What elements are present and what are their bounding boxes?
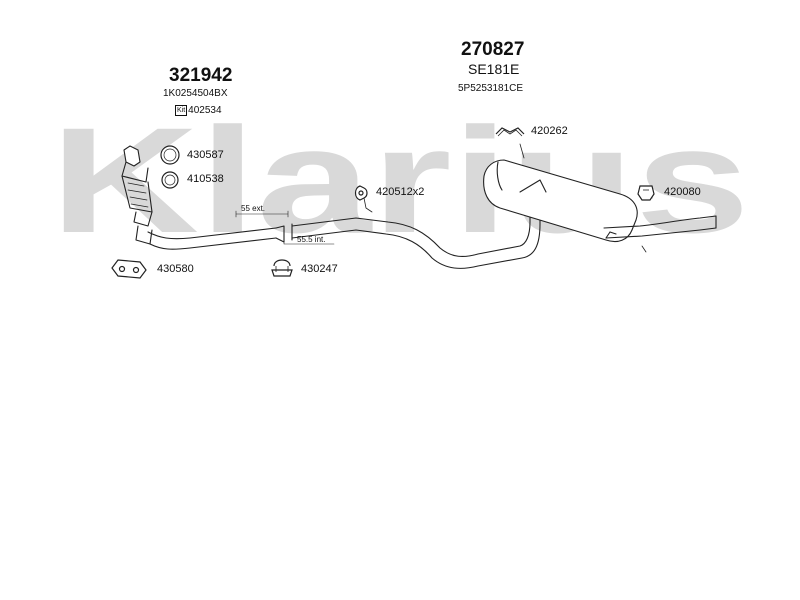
gasket-ring-icon (160, 145, 180, 165)
intermediate-pipe (291, 209, 541, 269)
part-label: 430580 (157, 263, 194, 275)
gasket-ring-icon (161, 171, 179, 189)
catalytic-converter-icon (121, 145, 153, 245)
flange-gasket-icon (111, 259, 147, 279)
part-label: 410538 (187, 173, 224, 185)
assembly-ref-front: 1K0254504BX (163, 88, 228, 99)
assembly-code-front: 321942 (169, 65, 233, 86)
part-label: 420080 (664, 186, 701, 198)
dimension-ext: 55 ext. (241, 204, 266, 213)
dimension-int: 55.5 int. (297, 235, 326, 244)
part-label: 420262 (531, 125, 568, 137)
rubber-mount-icon (637, 185, 655, 201)
part-label: 420512x2 (376, 186, 425, 198)
rubber-mount-icon (354, 185, 368, 201)
kit-code: 402534 (188, 105, 222, 116)
part-label: 430587 (187, 149, 224, 161)
assembly-code-rear: 270827 (461, 39, 525, 60)
hanger-icon (495, 127, 525, 137)
clamp-icon (271, 259, 293, 277)
tailpipe (603, 215, 717, 239)
kit-badge: Kit (175, 105, 188, 116)
silencer-icon (483, 159, 638, 243)
part-label: 430247 (301, 263, 338, 275)
brand-watermark: Klarius (50, 96, 750, 264)
assembly-ref2-rear: 5P5253181CE (458, 83, 524, 94)
assembly-ref-rear: SE181E (468, 61, 520, 77)
